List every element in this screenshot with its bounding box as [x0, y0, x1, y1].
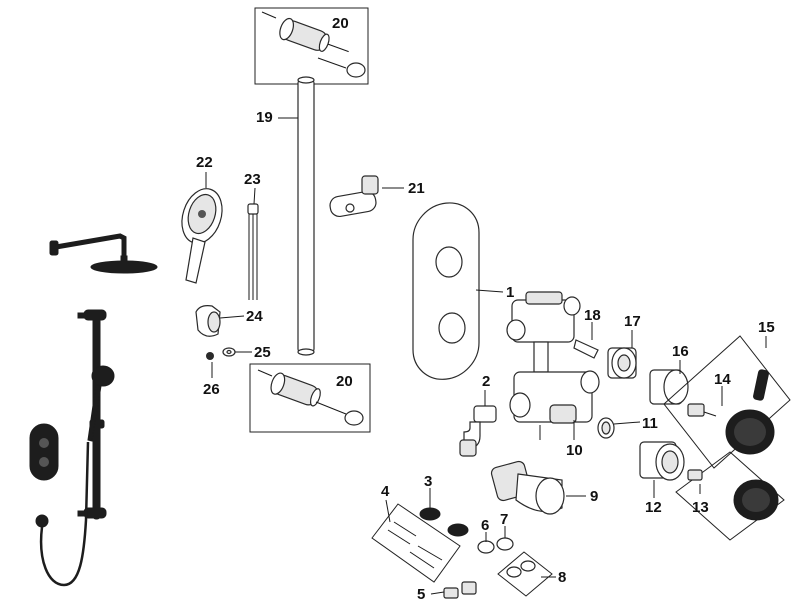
callout-16: 16 [672, 343, 689, 360]
callout-21: 21 [408, 180, 425, 197]
valve-body-assembly [506, 291, 600, 440]
part-20-bottom-wall-bracket [249, 363, 371, 433]
handheld-on-rail [87, 365, 115, 442]
callout-20-bottom: 20 [336, 373, 353, 390]
part-5-check-valves [443, 581, 477, 599]
callout-18: 18 [584, 307, 601, 324]
part-17-sleeve [607, 347, 637, 379]
part-12-sleeve [639, 441, 685, 481]
callout-5: 5 [417, 586, 425, 600]
part-23-hose [247, 203, 259, 300]
callout-13: 13 [692, 499, 709, 516]
part-2-inlet-elbow [459, 405, 497, 457]
part-13-handle-kit [675, 451, 785, 541]
callout-25: 25 [254, 344, 271, 361]
callout-10: 10 [566, 442, 583, 459]
part-3-disc-second [447, 523, 469, 537]
callout-24: 24 [246, 308, 263, 325]
assembled-shower-product [29, 233, 158, 587]
callout-19: 19 [256, 109, 273, 126]
part-6-cap [477, 540, 495, 554]
callout-12: 12 [645, 499, 662, 516]
callout-7: 7 [500, 511, 508, 528]
callout-labels: 1 2 3 4 5 6 7 8 9 10 11 12 13 14 15 16 1… [196, 15, 775, 603]
part-9-cartridge [490, 460, 565, 515]
callout-14: 14 [714, 371, 731, 388]
callout-26: 26 [203, 381, 220, 398]
hose-and-outlet [35, 441, 90, 587]
callout-11: 11 [642, 415, 658, 432]
part-11-ring [597, 417, 615, 439]
part-4-fixings-kit [371, 503, 461, 583]
part-24-wall-outlet [195, 305, 221, 337]
part-19-riser-rail [297, 76, 315, 356]
part-15-handle-kit [663, 335, 791, 469]
part-21-slider-bracket [329, 175, 379, 218]
part-8-washer-kit [497, 551, 553, 597]
callout-9: 9 [590, 488, 598, 505]
callout-4: 4 [381, 483, 390, 500]
callout-3: 3 [424, 473, 432, 490]
fixed-overhead-head [49, 233, 158, 274]
callout-2: 2 [482, 373, 490, 390]
callout-8: 8 [558, 569, 566, 586]
callout-23: 23 [244, 171, 261, 188]
part-20-top-wall-bracket [254, 7, 369, 85]
part-25-washer [222, 347, 236, 357]
part-26-seal [206, 352, 214, 360]
callout-17: 17 [624, 313, 641, 330]
valve-plate [29, 423, 59, 481]
callout-15: 15 [758, 319, 775, 336]
part-22-handset [181, 188, 223, 284]
part-7-cap [496, 537, 514, 551]
callout-6: 6 [481, 517, 489, 534]
callout-20-top: 20 [332, 15, 349, 32]
leader-lines [205, 117, 767, 595]
callout-22: 22 [196, 154, 213, 171]
part-14-grub-screw [687, 403, 717, 417]
part-1-faceplate [412, 202, 480, 380]
callout-1: 1 [506, 284, 514, 301]
